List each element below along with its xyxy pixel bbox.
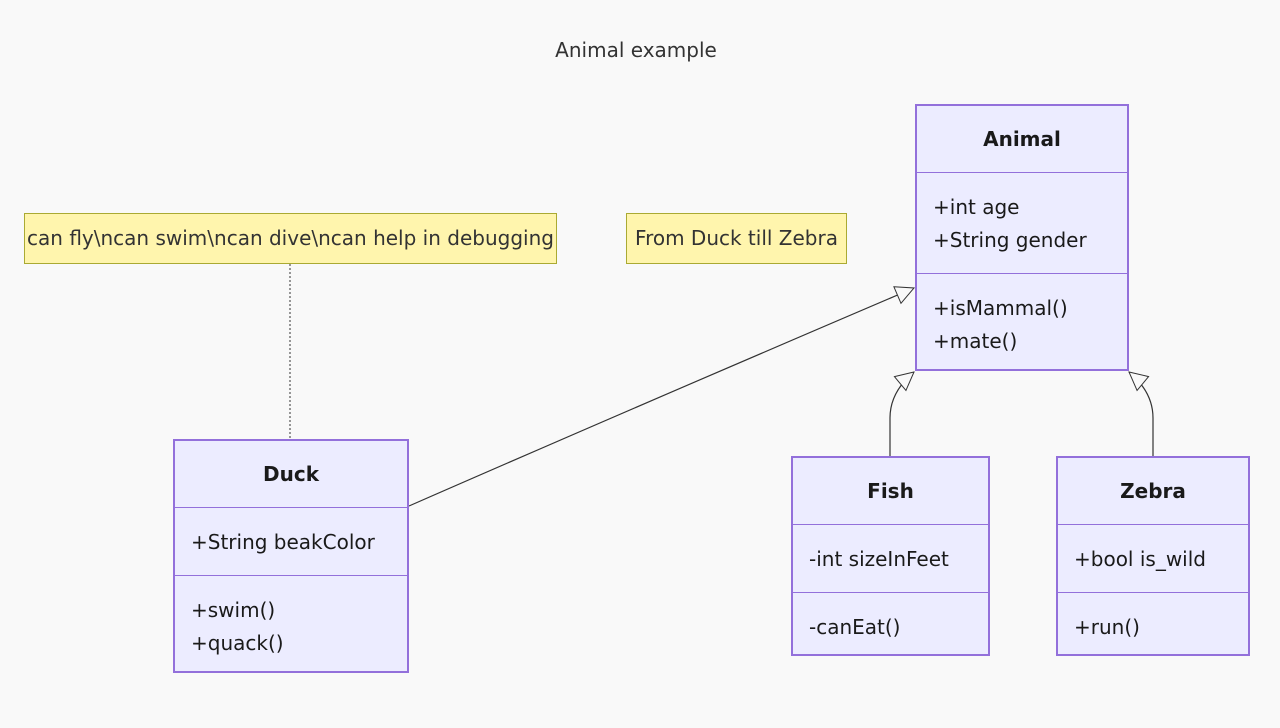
zebra-animal-inheritance xyxy=(1129,372,1154,456)
class-name: Fish xyxy=(793,458,988,525)
method: +swim() xyxy=(191,598,276,622)
duck-note-text: can fly\ncan swim\ncan dive\ncan help in… xyxy=(27,226,554,250)
fish-animal-inheritance xyxy=(889,372,914,456)
zebra-note-text: From Duck till Zebra xyxy=(635,226,838,250)
duck-note: can fly\ncan swim\ncan dive\ncan help in… xyxy=(24,213,557,264)
method: +mate() xyxy=(933,329,1018,353)
attribute: +int age xyxy=(933,195,1020,219)
attribute: +String gender xyxy=(933,228,1087,252)
class-duck: Duck +String beakColor +swim() +quack() xyxy=(173,439,409,673)
methods-section: -canEat() xyxy=(793,592,988,644)
attribute: +String beakColor xyxy=(191,530,375,554)
class-animal: Animal +int age +String gender +isMammal… xyxy=(915,104,1129,371)
method: +quack() xyxy=(191,631,284,655)
class-name: Zebra xyxy=(1058,458,1248,525)
zebra-note: From Duck till Zebra xyxy=(626,213,847,264)
class-zebra: Zebra +bool is_wild +run() xyxy=(1056,456,1250,656)
attribute: +bool is_wild xyxy=(1074,547,1206,571)
attributes-section: +bool is_wild xyxy=(1058,525,1248,592)
methods-section: +swim() +quack() xyxy=(175,575,407,660)
methods-section: +run() xyxy=(1058,592,1248,644)
method: +run() xyxy=(1074,615,1140,639)
diagram-title: Animal example xyxy=(555,38,717,62)
class-name: Animal xyxy=(917,106,1127,173)
attributes-section: +int age +String gender xyxy=(917,173,1127,273)
attributes-section: -int sizeInFeet xyxy=(793,525,988,592)
attribute: -int sizeInFeet xyxy=(809,547,949,571)
method: -canEat() xyxy=(809,615,901,639)
class-name: Duck xyxy=(175,441,407,508)
duck-animal-inheritance xyxy=(408,288,914,507)
class-fish: Fish -int sizeInFeet -canEat() xyxy=(791,456,990,656)
attributes-section: +String beakColor xyxy=(175,508,407,575)
methods-section: +isMammal() +mate() xyxy=(917,273,1127,358)
method: +isMammal() xyxy=(933,296,1068,320)
